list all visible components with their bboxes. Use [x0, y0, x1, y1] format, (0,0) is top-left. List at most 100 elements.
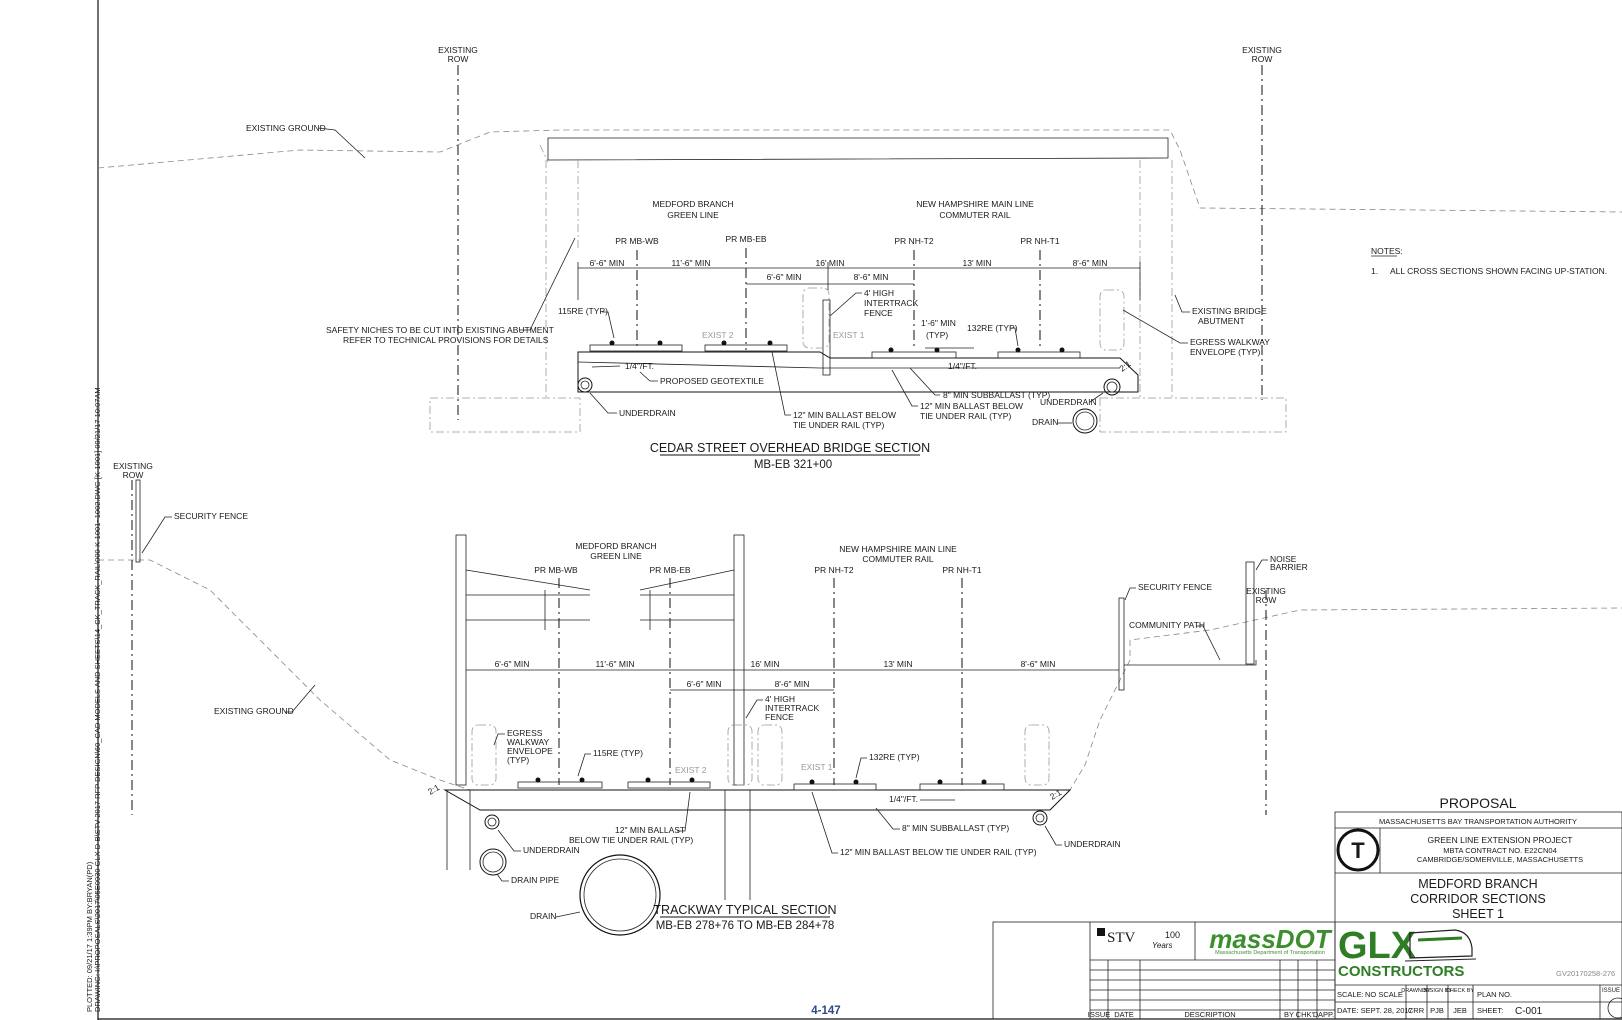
egress-envelope-bottom-4 — [1024, 724, 1050, 786]
dim-bottom-4: 16' MIN — [750, 659, 779, 669]
underdrain-label-bottom-left: UNDERDRAIN — [523, 845, 580, 855]
underdrain-top-right — [1103, 378, 1121, 396]
underdrain-bottom-right — [1032, 810, 1048, 826]
community-path-label: COMMUNITY PATH — [1129, 620, 1205, 630]
track-label-bottom-nh-t2: PR NH-T2 — [814, 565, 853, 575]
underdrain-label-top-left: UNDERDRAIN — [619, 408, 676, 418]
design-by-value: PJB — [1430, 1006, 1444, 1015]
fence-bottom-1: 4' HIGH — [765, 694, 795, 704]
track-centerlines-top: PR MB-WB PR MB-EB PR NH-T2 PR NH-T1 — [615, 234, 1060, 350]
trackbed-bottom — [443, 789, 1072, 811]
bottom-section-station: MB-EB 278+76 TO MB-EB 284+78 — [656, 920, 835, 932]
fence-label-1: 4' HIGH — [864, 288, 894, 298]
issue-label: ISSUE — [1602, 988, 1620, 994]
mbta-logo-letter: T — [1351, 838, 1365, 863]
egress-bottom-4: (TYP) — [507, 755, 529, 765]
dim-bottom-1: 6'-6" MIN — [495, 659, 530, 669]
train-icon — [1404, 929, 1477, 962]
ties-top — [589, 340, 1081, 359]
drawn-by-label: DRAWN BY — [1401, 988, 1431, 994]
design-by-label: DESIGN BY — [1422, 988, 1452, 994]
safety-niches-line-1: SAFETY NICHES TO BE CUT INTO EXISTING AB… — [326, 325, 554, 335]
slope-bottom: 1/4"/FT. — [889, 794, 918, 804]
issue-circle — [1607, 997, 1622, 1019]
drain-label-bottom: DRAIN — [530, 911, 556, 921]
dim-top-3: 6'-6" MIN — [767, 272, 802, 282]
egress-label-top-1: EGRESS WALKWAY — [1190, 337, 1270, 347]
medford-branch-heading-bottom: MEDFORD BRANCH — [575, 541, 656, 551]
egress-envelope-top-2 — [1099, 289, 1125, 351]
egress-bottom-2: WALKWAY — [507, 737, 550, 747]
fence-bottom-2: INTERTRACK — [765, 703, 819, 713]
contract-number: MBTA CONTRACT NO. E22CN04 — [1443, 846, 1557, 855]
stv-logo-icon — [1097, 928, 1105, 936]
row-right-label-line-2: ROW — [1252, 54, 1273, 64]
rail-132re-top: 132RE (TYP) — [967, 323, 1018, 333]
safety-niches-line-2: REFER TO TECHNICAL PROVISIONS FOR DETAIL… — [343, 335, 549, 345]
track-label-bottom-nh-t1: PR NH-T1 — [942, 565, 981, 575]
dim-bottom-5: 8'-6" MIN — [775, 679, 810, 689]
rev-header-by: BY — [1284, 1010, 1294, 1019]
mbta-logo-icon — [1336, 828, 1380, 872]
bottom-section-title: TRACKWAY TYPICAL SECTION — [653, 903, 836, 917]
egress-envelope-bottom-1 — [471, 724, 497, 786]
drain-pipe-label: DRAIN PIPE — [511, 875, 560, 885]
dim-bottom-6: 13' MIN — [883, 659, 912, 669]
abutment-label-1: EXISTING BRIDGE — [1192, 306, 1267, 316]
plan-no-label: PLAN NO. — [1477, 990, 1512, 999]
egress-envelope-bottom-3 — [757, 724, 783, 786]
dim-top-6: 13' MIN — [962, 258, 991, 268]
egress-envelope-bottom-2 — [727, 724, 753, 786]
bridge-deck — [547, 137, 1169, 161]
check-by-label: CHECK BY — [1446, 988, 1474, 994]
security-fence-label-right: SECURITY FENCE — [1138, 582, 1212, 592]
sheet-title-3: SHEET 1 — [1452, 907, 1504, 921]
rev-header-description: DESCRIPTION — [1184, 1010, 1235, 1019]
typ-dim-label-2: (TYP) — [926, 330, 948, 340]
geotextile-label: PROPOSED GEOTEXTILE — [660, 376, 764, 386]
track-label-mb-eb: PR MB-EB — [725, 234, 766, 244]
slope-top-right: 1/4"/FT. — [948, 361, 977, 371]
catenary-pole-left — [455, 534, 467, 786]
security-fence-post-left — [135, 479, 141, 563]
exist-2-bottom: EXIST 2 — [675, 765, 707, 775]
row-bottom-right-label-line-2: ROW — [1256, 595, 1277, 605]
track-label-nh-t2: PR NH-T2 — [894, 236, 933, 246]
existing-ground-line-bottom — [98, 559, 1622, 791]
note-1-text: ALL CROSS SECTIONS SHOWN FACING UP-STATI… — [1390, 266, 1607, 276]
rail-115re-top: 115RE (TYP) — [558, 306, 608, 316]
intertrack-fence-top — [822, 299, 831, 376]
ballast-right-line-2: TIE UNDER RAIL (TYP) — [920, 411, 1011, 421]
revision-table: ISSUE DATE DESCRIPTION BY CHK'D APP. — [1088, 959, 1335, 1019]
community-path — [1124, 660, 1257, 666]
page-number: 4-147 — [811, 1005, 840, 1017]
row-bottom-right-label: EXISTING — [1246, 586, 1286, 596]
exist-1-top: EXIST 1 — [833, 330, 865, 340]
plot-stamp-line-1: PLOTTED: 09/21/17 1:39PM BY:BRYAN(PD) — [85, 861, 94, 1012]
egress-label-top-2: ENVELOPE (TYP) — [1190, 347, 1261, 357]
abutment-right — [1139, 160, 1173, 400]
noise-barrier — [1245, 561, 1255, 665]
drain-large — [579, 854, 661, 936]
top-section-title: CEDAR STREET OVERHEAD BRIDGE SECTION — [650, 441, 930, 455]
document-reference: GV20170258-276 — [1556, 969, 1615, 978]
slope-top-left: 1/4"/FT. — [625, 361, 654, 371]
track-label-nh-t1: PR NH-T1 — [1020, 236, 1059, 246]
existing-ground-label-top: EXISTING GROUND — [246, 123, 326, 133]
ballast-left-line-1: 12" MIN BALLAST BELOW — [793, 410, 896, 420]
underdrain-label-bottom-right: UNDERDRAIN — [1064, 839, 1121, 849]
abutment-label-2: ABUTMENT — [1198, 316, 1245, 326]
dimension-lines-top: 6'-6" MIN 11'-6" MIN 6'-6" MIN 16' MIN 8… — [577, 258, 1141, 300]
egress-bottom-1: EGRESS — [507, 728, 543, 738]
notes-block: NOTES: 1. ALL CROSS SECTIONS SHOWN FACIN… — [1371, 246, 1607, 276]
scale-value: NO SCALE — [1365, 990, 1403, 999]
catenary-pole-right — [733, 534, 745, 786]
row-bottom-left-label-line-2: ROW — [123, 470, 144, 480]
dim-top-4: 16' MIN — [815, 258, 844, 268]
